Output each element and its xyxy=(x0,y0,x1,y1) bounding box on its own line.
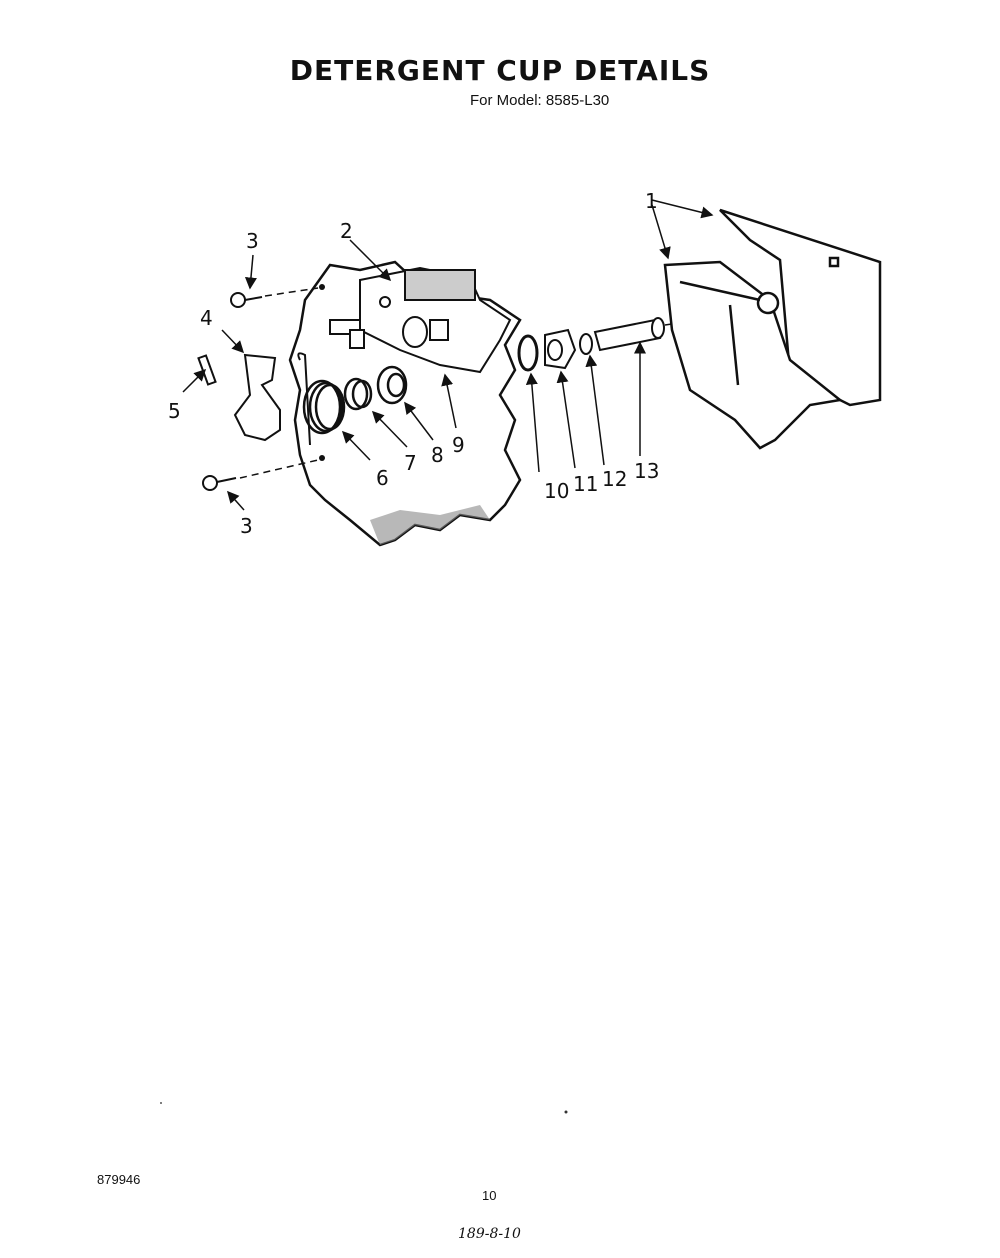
callout-2: 2 xyxy=(340,219,353,243)
part-number-code: 879946 xyxy=(97,1172,141,1187)
callout-6: 6 xyxy=(376,466,389,490)
spring-coil xyxy=(302,379,346,435)
callout-10: 10 xyxy=(544,479,569,503)
panel-shading xyxy=(370,505,490,545)
handwritten-note: 189-8-10 xyxy=(458,1226,521,1242)
callout-3-bottom: 3 xyxy=(240,514,253,538)
seal-ring xyxy=(517,334,539,372)
pin xyxy=(197,354,217,386)
bushing xyxy=(343,377,373,411)
callout-7: 7 xyxy=(404,451,417,475)
callout-9: 9 xyxy=(452,433,465,457)
cam xyxy=(544,328,577,370)
callout-1: 1 xyxy=(645,189,658,213)
latch xyxy=(233,353,281,442)
page-subtitle: For Model: 8585-L30 xyxy=(470,92,610,109)
callout-12: 12 xyxy=(602,467,627,491)
washer xyxy=(579,333,593,355)
shaft xyxy=(593,317,665,352)
nut xyxy=(376,365,408,405)
page-number: 10 xyxy=(482,1188,497,1203)
callout-4: 4 xyxy=(200,306,213,330)
callout-5: 5 xyxy=(168,399,181,423)
page-title: DETERGENT CUP DETAILS xyxy=(289,54,711,87)
screw-top xyxy=(230,292,263,308)
callout-3-top: 3 xyxy=(246,229,259,253)
spring-wire xyxy=(297,352,311,446)
cup-housing xyxy=(329,266,512,374)
callout-8: 8 xyxy=(431,443,444,467)
cup-cover xyxy=(663,208,882,450)
callout-11: 11 xyxy=(573,472,598,496)
screw-bottom xyxy=(202,475,237,491)
callout-13: 13 xyxy=(634,459,659,483)
